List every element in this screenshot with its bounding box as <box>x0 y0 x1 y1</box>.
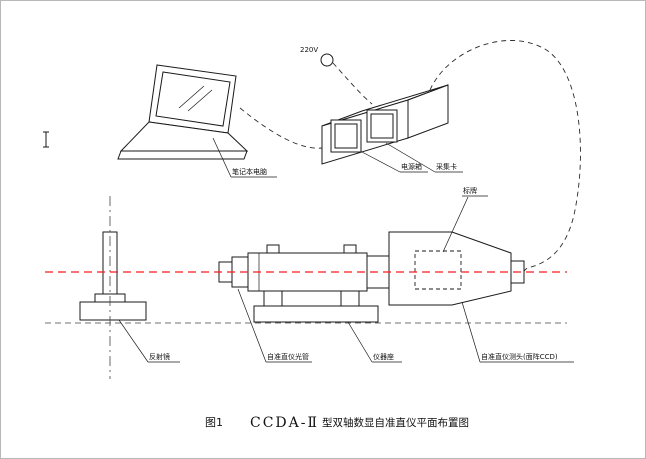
instrument-base <box>253 305 379 323</box>
label-nameplate: 标牌 <box>463 186 477 195</box>
leader-instrument-base <box>347 321 373 363</box>
laptop-base-front <box>117 150 248 160</box>
slot-left-inner <box>334 123 358 149</box>
label-power-box: 电源箱 <box>401 162 422 171</box>
tube-support-left <box>263 290 283 307</box>
label-instrument-base: 仪器座 <box>373 352 394 361</box>
screen-shine-2 <box>187 89 213 112</box>
label-laptop: 笔记本电脑 <box>232 167 267 176</box>
tube-knob-right <box>343 244 357 254</box>
power-plug-icon <box>320 53 334 67</box>
laptop <box>117 64 249 160</box>
label-collimator-head: 自准直仪测头(面阵CCD) <box>481 352 558 361</box>
caption-title: 型双轴数显自准直仪平面布置图 <box>322 416 469 429</box>
caption-model: CCDA-Ⅱ <box>250 415 319 431</box>
slot-right-inner <box>370 113 394 139</box>
leader-laptop <box>212 137 232 178</box>
leader-reflector <box>118 319 149 363</box>
voltage-label: 220V <box>300 46 318 54</box>
cable-box-to-head <box>429 40 581 272</box>
stray-cursor-mark <box>43 131 49 148</box>
leader-power-box <box>361 151 401 173</box>
laptop-screen-inner <box>155 71 231 127</box>
tube-support-right <box>340 290 360 307</box>
label-reflector: 反射镜 <box>149 352 170 361</box>
caption-figure-no: 图1 <box>205 416 223 429</box>
power-box <box>321 84 449 165</box>
caption: 图1 CCDA-Ⅱ 型双轴数显自准直仪平面布置图 <box>205 415 469 431</box>
label-capture-card: 采集卡 <box>436 162 457 171</box>
leader-nameplate <box>442 196 469 253</box>
tube-knob-left <box>266 244 280 254</box>
cable-laptop-to-box <box>239 107 323 149</box>
leader-capture-card <box>385 142 436 173</box>
reflector-base <box>79 301 147 321</box>
leader-collimator-head <box>461 301 481 363</box>
callouts: 笔记本电脑 电源箱 采集卡 标牌 反射镜 自准直仪光管 仪器座 自准直仪测头(面… <box>118 137 574 363</box>
cable-plug-to-box <box>332 62 373 105</box>
leader-collimator-tube <box>237 288 267 363</box>
nameplate-outline <box>414 250 462 290</box>
screen-shine-1 <box>178 85 205 109</box>
label-collimator-tube: 自准直仪光管 <box>267 352 309 361</box>
power-plug: 220V <box>300 46 334 67</box>
